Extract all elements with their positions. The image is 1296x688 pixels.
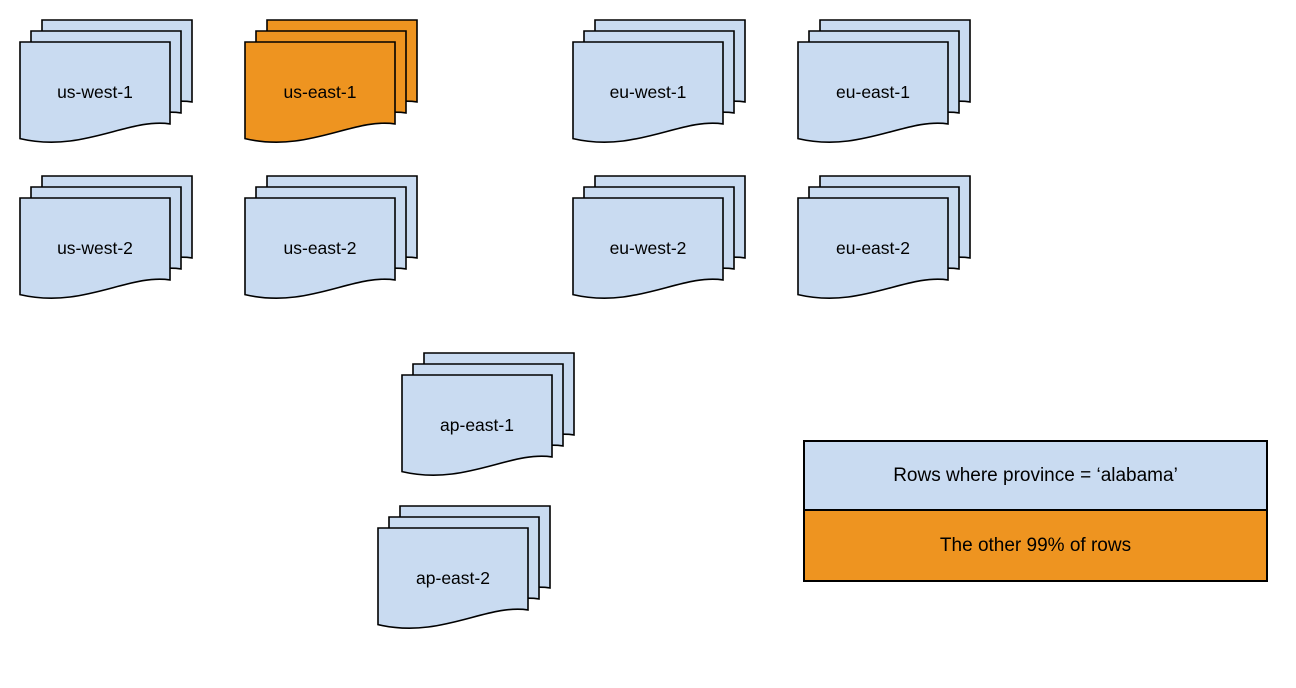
region-stack-shape: eu-east-2	[797, 175, 971, 299]
document-front	[244, 41, 396, 143]
document-front	[401, 374, 553, 476]
region-label: eu-east-2	[836, 238, 910, 258]
document-front	[244, 197, 396, 299]
document-front	[19, 197, 171, 299]
region-label: us-west-2	[57, 238, 133, 258]
region-stack-shape: ap-east-1	[401, 352, 575, 476]
legend-row-default: Rows where province = ‘alabama’	[805, 442, 1266, 511]
region-stack-shape: us-west-1	[19, 19, 193, 143]
document-front	[377, 527, 529, 629]
legend: Rows where province = ‘alabama’ The othe…	[803, 440, 1268, 582]
region-label: us-east-1	[284, 82, 357, 102]
document-front	[572, 41, 724, 143]
region-label: us-east-2	[284, 238, 357, 258]
region-label: eu-west-1	[610, 82, 687, 102]
region-label: us-west-1	[57, 82, 133, 102]
region-stack-shape: us-east-1	[244, 19, 418, 143]
legend-label-default: Rows where province = ‘alabama’	[893, 464, 1178, 486]
region-stack-eu-west-2[interactable]: eu-west-2	[572, 175, 783, 358]
region-label: ap-east-2	[416, 568, 490, 588]
region-stack-ap-east-2[interactable]: ap-east-2	[377, 505, 588, 688]
region-stack-shape: us-east-2	[244, 175, 418, 299]
region-stack-shape: eu-west-1	[572, 19, 746, 143]
region-label: eu-west-2	[610, 238, 687, 258]
region-label: ap-east-1	[440, 415, 514, 435]
region-stack-ap-east-1[interactable]: ap-east-1	[401, 352, 612, 535]
region-stack-us-west-2[interactable]: us-west-2	[19, 175, 230, 358]
document-front	[797, 41, 949, 143]
region-stack-shape: eu-east-1	[797, 19, 971, 143]
legend-label-highlight: The other 99% of rows	[939, 534, 1132, 556]
region-stack-eu-west-1[interactable]: eu-west-1	[572, 19, 783, 202]
region-stack-shape: us-west-2	[19, 175, 193, 299]
region-stack-shape: ap-east-2	[377, 505, 551, 629]
region-stack-shape: eu-west-2	[572, 175, 746, 299]
legend-row-highlight: The other 99% of rows	[805, 511, 1266, 580]
region-stack-us-east-2[interactable]: us-east-2	[244, 175, 455, 358]
document-front	[797, 197, 949, 299]
region-label: eu-east-1	[836, 82, 910, 102]
region-stack-eu-east-2[interactable]: eu-east-2	[797, 175, 1008, 358]
document-front	[572, 197, 724, 299]
region-stack-us-east-1[interactable]: us-east-1	[244, 19, 455, 202]
region-stack-eu-east-1[interactable]: eu-east-1	[797, 19, 1008, 202]
document-front	[19, 41, 171, 143]
region-stack-us-west-1[interactable]: us-west-1	[19, 19, 230, 202]
